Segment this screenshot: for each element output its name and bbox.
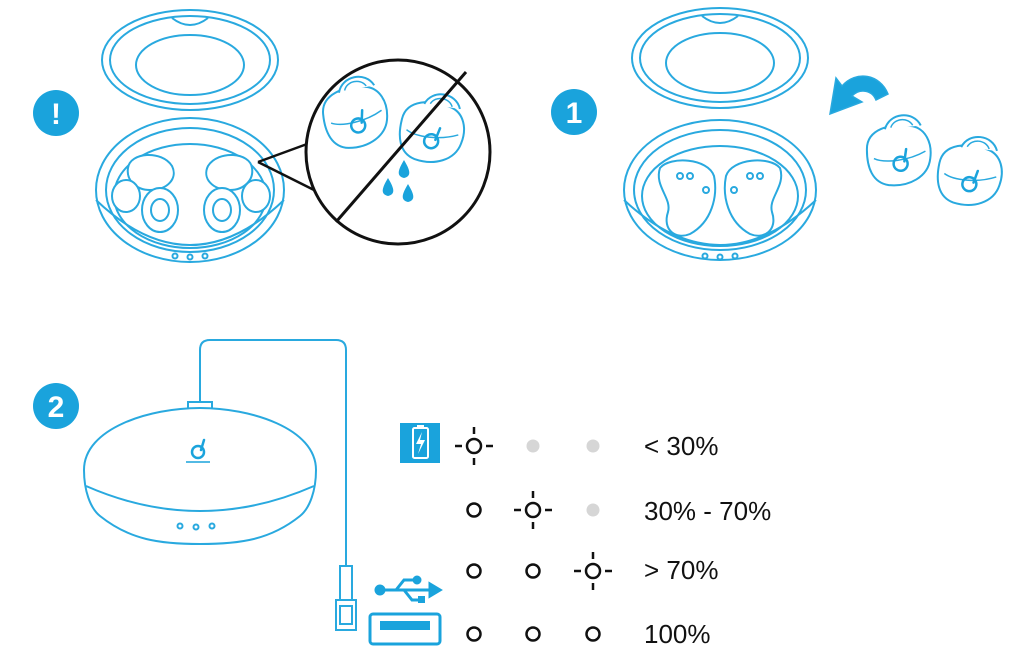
led-blinking-icon	[455, 427, 493, 465]
closed-case	[82, 406, 318, 546]
battery-charging-icon	[400, 423, 440, 463]
led-blinking-icon	[514, 491, 552, 529]
empty-open-case	[623, 7, 817, 261]
led-on-icon	[585, 626, 601, 642]
warning-badge: !	[33, 90, 79, 136]
battery-label-row-4: 100%	[644, 619, 711, 649]
step2-badge: 2	[33, 383, 79, 429]
no-water-prohibition-icon	[304, 58, 492, 246]
step2-panel: 2	[33, 339, 612, 646]
water-drops-icon	[382, 160, 414, 202]
open-case-with-earbuds	[95, 9, 285, 263]
warning-panel: !	[33, 9, 492, 263]
curved-arrow-icon	[829, 75, 889, 116]
charging-cable	[187, 339, 357, 631]
led-on-icon	[525, 563, 541, 579]
led-blinking-icon	[574, 552, 612, 590]
step1-panel: 1	[551, 7, 1007, 261]
led-on-icon	[466, 502, 482, 518]
usb-symbol-icon	[374, 575, 443, 603]
usb-port	[368, 612, 442, 646]
led-off-icon	[586, 503, 600, 517]
led-on-icon	[525, 626, 541, 642]
step1-badge: 1	[551, 89, 597, 135]
step1-badge-label: 1	[566, 97, 583, 130]
led-off-icon	[526, 439, 540, 453]
removed-earbuds	[862, 111, 1007, 210]
led-on-icon	[466, 626, 482, 642]
led-indicator-grid	[455, 427, 612, 642]
battery-label-row-2: 30% - 70%	[644, 496, 772, 526]
battery-label-row-1: < 30%	[644, 431, 719, 461]
led-off-icon	[586, 439, 600, 453]
step2-badge-label: 2	[48, 391, 65, 424]
battery-label-row-3: > 70%	[644, 555, 719, 585]
warning-badge-label: !	[51, 98, 61, 131]
led-on-icon	[466, 563, 482, 579]
